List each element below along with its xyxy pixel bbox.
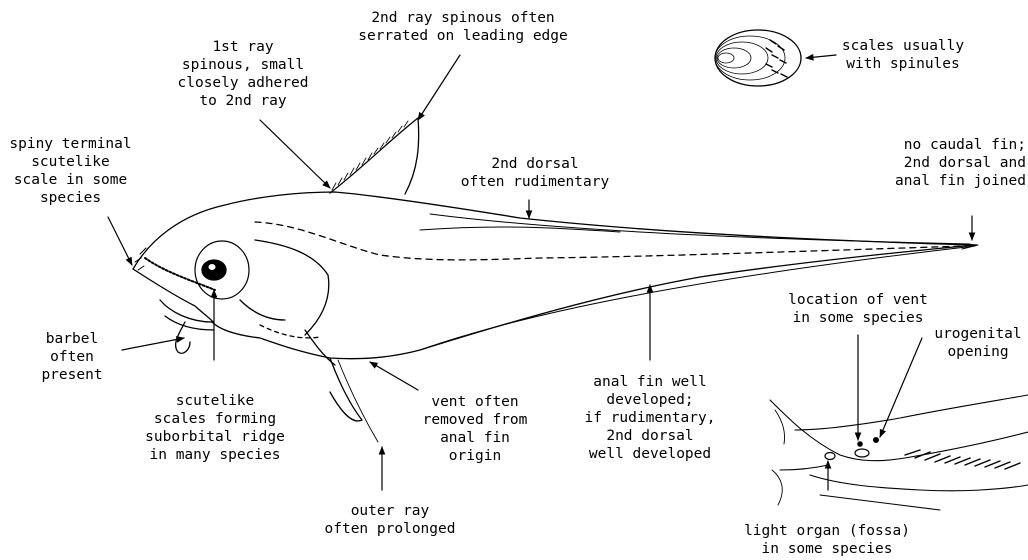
label-barbel: barbel often present <box>22 330 122 384</box>
label-second-dorsal: 2nd dorsal often rudimentary <box>455 155 615 191</box>
label-vent-location: location of vent in some species <box>778 291 938 327</box>
label-scales: scales usually with spinules <box>838 37 968 73</box>
label-second-ray: 2nd ray spinous often serrated on leadin… <box>338 9 588 45</box>
label-scutelike-scales: scutelike scales forming suborbital ridg… <box>130 392 300 464</box>
label-outer-ray: outer ray often prolonged <box>320 502 460 538</box>
label-anal-fin: anal fin well developed; if rudimentary,… <box>570 373 730 463</box>
label-no-caudal: no caudal fin; 2nd dorsal and anal fin j… <box>858 136 1026 190</box>
label-urogenital: urogenital opening <box>928 325 1028 361</box>
vent-inset-illustration <box>770 395 1028 510</box>
label-light-organ: light organ (fossa) in some species <box>722 522 932 558</box>
label-first-ray: 1st ray spinous, small closely adhered t… <box>168 38 318 110</box>
label-spiny-terminal: spiny terminal scutelike scale in some s… <box>0 135 143 207</box>
label-vent-often: vent often removed from anal fin origin <box>400 393 550 465</box>
scale-illustration <box>715 30 801 86</box>
